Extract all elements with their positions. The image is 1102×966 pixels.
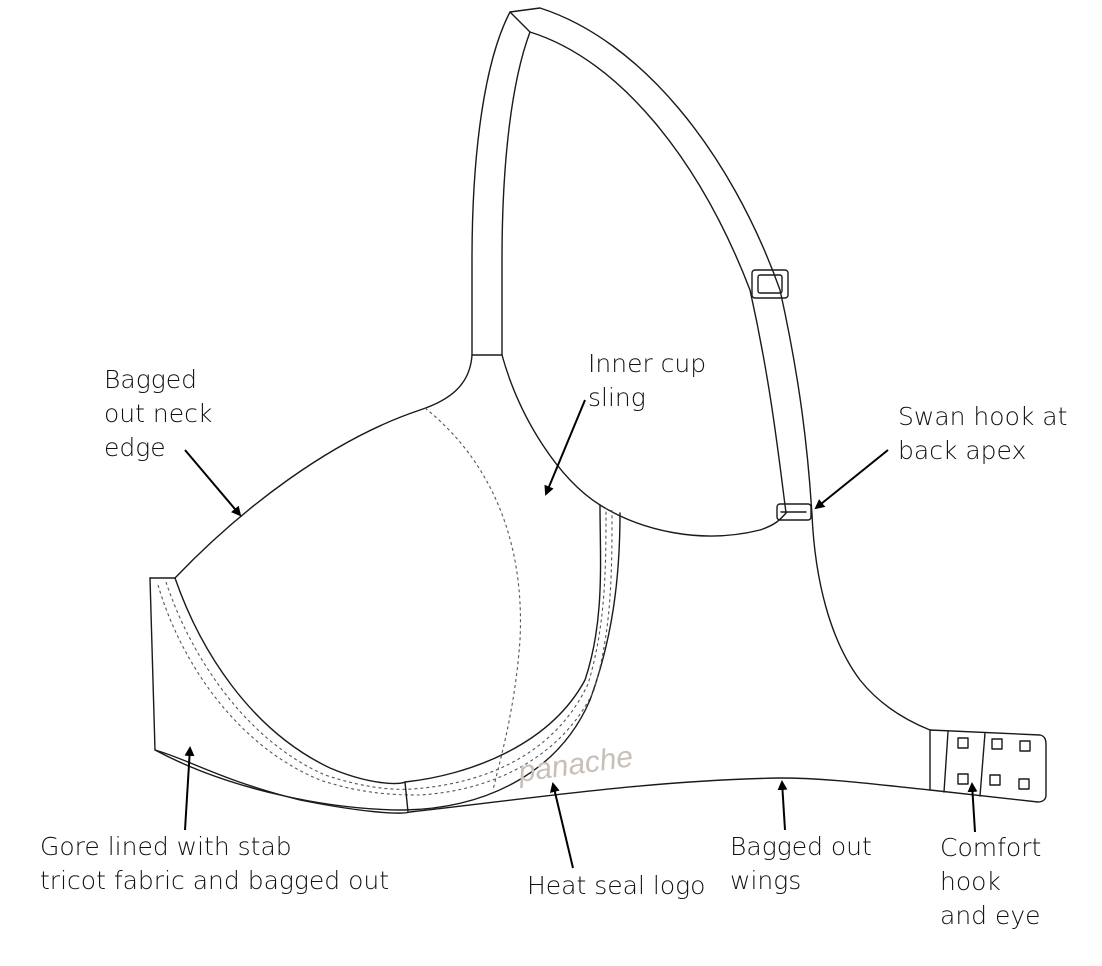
cup-neckline (174, 354, 473, 579)
gore-seam (404, 781, 409, 813)
gore-arrow (184, 746, 195, 831)
underwire-stitch-2 (165, 507, 607, 790)
hook-eye-hooks (957, 737, 1031, 790)
underwire-channel-inner (174, 504, 602, 785)
underwire-stitch-1 (157, 509, 613, 796)
label-hook-eye-line-3: and eye (940, 901, 1041, 930)
hook-eye-divider-1 (943, 731, 949, 793)
bottom-band (154, 749, 931, 814)
shoulder-strap (471, 7, 813, 516)
label-neck-edge-line-1: Bagged (104, 365, 197, 394)
hook-eye-arrow (967, 782, 978, 833)
label-neck-edge-line-3: edge (104, 433, 166, 462)
label-swan-hook-line-2: back apex (898, 436, 1027, 465)
label-gore: Gore lined with stab tricot fabric and b… (40, 830, 389, 898)
shoulder-strap-inner (501, 31, 787, 514)
label-logo-line-1: Heat seal logo (527, 871, 706, 900)
strap-top-edge (509, 11, 531, 33)
heat-seal-logo: panache (515, 740, 635, 789)
hook-eye-divider-2 (979, 732, 986, 797)
label-gore-line-1: Gore lined with stab (40, 832, 292, 861)
logo-arrow (549, 782, 574, 869)
label-neck-edge: Bagged out neck edge (104, 363, 212, 465)
label-neck-edge-line-2: out neck (104, 399, 213, 428)
label-inner-sling-line-2: sling (588, 383, 646, 412)
cup-seam (424, 407, 522, 791)
hook-eye-panel (929, 729, 1047, 803)
neck-edge-arrow (184, 449, 242, 517)
label-inner-sling-line-1: Inner cup (588, 349, 707, 378)
underwire-channel-outer (149, 512, 621, 811)
strap-slider (751, 269, 789, 299)
inner-cup-sling (501, 354, 787, 537)
label-hook-eye-line-1: Comfort (940, 833, 1042, 862)
label-logo: Heat seal logo (527, 869, 705, 903)
label-gore-line-2: tricot fabric and bagged out (40, 866, 390, 895)
sling-arrow (544, 399, 586, 496)
label-swan-hook: Swan hook at back apex (898, 400, 1067, 468)
label-wings-line-2: wings (730, 866, 802, 895)
label-inner-sling: Inner cup sling (588, 347, 706, 415)
wing-top-edge (811, 514, 931, 731)
label-swan-hook-line-1: Swan hook at (898, 402, 1068, 431)
swan-hook-arrow (814, 449, 889, 510)
wings-arrow (777, 780, 788, 831)
label-hook-eye: Comfort hook and eye (940, 831, 1041, 933)
label-hook-eye-line-2: hook (940, 867, 1001, 896)
label-wings: Bagged out wings (730, 830, 872, 898)
swan-hook (776, 503, 812, 521)
label-wings-line-1: Bagged out (730, 832, 872, 861)
strap-slider-inner (757, 274, 783, 294)
